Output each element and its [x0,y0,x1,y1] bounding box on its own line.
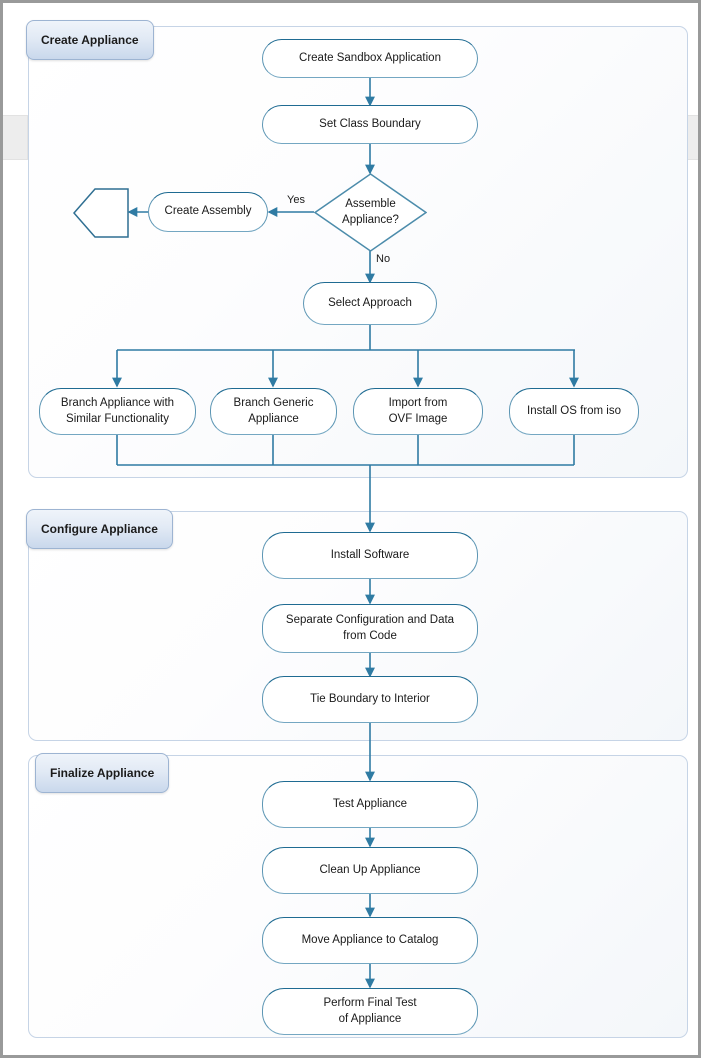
node-label: Test Appliance [332,797,408,810]
node-clean-up-appliance[interactable]: Clean Up Appliance [262,847,478,894]
node-label: Tie Boundary to Interior [310,692,430,705]
node-create-sandbox-application[interactable]: Create Sandbox Application [262,39,478,78]
node-select-approach[interactable]: Select Approach [303,282,437,325]
edge-label-yes: Yes [287,194,305,206]
panel-tab-create-appliance[interactable]: Create Appliance [26,20,154,60]
connector-layer [112,78,579,989]
node-move-appliance-to-catalog[interactable]: Move Appliance to Catalog [262,917,478,964]
node-install-os-from-iso[interactable]: Install OS from iso [509,388,639,435]
node-install-software[interactable]: Install Software [262,532,478,579]
panel-tab-finalize-appliance[interactable]: Finalize Appliance [35,753,170,793]
panel-tab-label: Finalize Appliance [50,766,155,780]
node-label: Install Software [330,548,410,561]
node-test-appliance[interactable]: Test Appliance [262,781,478,828]
node-label: Install OS from iso [527,404,621,417]
panel-tab-label: Create Appliance [41,33,139,47]
panel-tab-configure-appliance[interactable]: Configure Appliance [26,509,173,549]
page-left-tab [3,115,28,160]
node-set-class-boundary[interactable]: Set Class Boundary [262,105,478,144]
node-offpage-connector-pentagon[interactable] [73,187,129,239]
edge-label-no: No [376,253,391,265]
node-label: Create Sandbox Application [299,51,441,64]
node-label: Create Assembly [164,205,252,218]
node-create-assembly[interactable]: Create Assembly [148,192,268,232]
node-label: Move Appliance to Catalog [301,933,439,946]
panel-tab-label: Configure Appliance [41,522,158,536]
node-label: Clean Up Appliance [319,863,421,876]
node-label: Select Approach [328,296,412,309]
node-tie-boundary-to-interior[interactable]: Tie Boundary to Interior [262,676,478,723]
node-label: Set Class Boundary [319,117,421,130]
